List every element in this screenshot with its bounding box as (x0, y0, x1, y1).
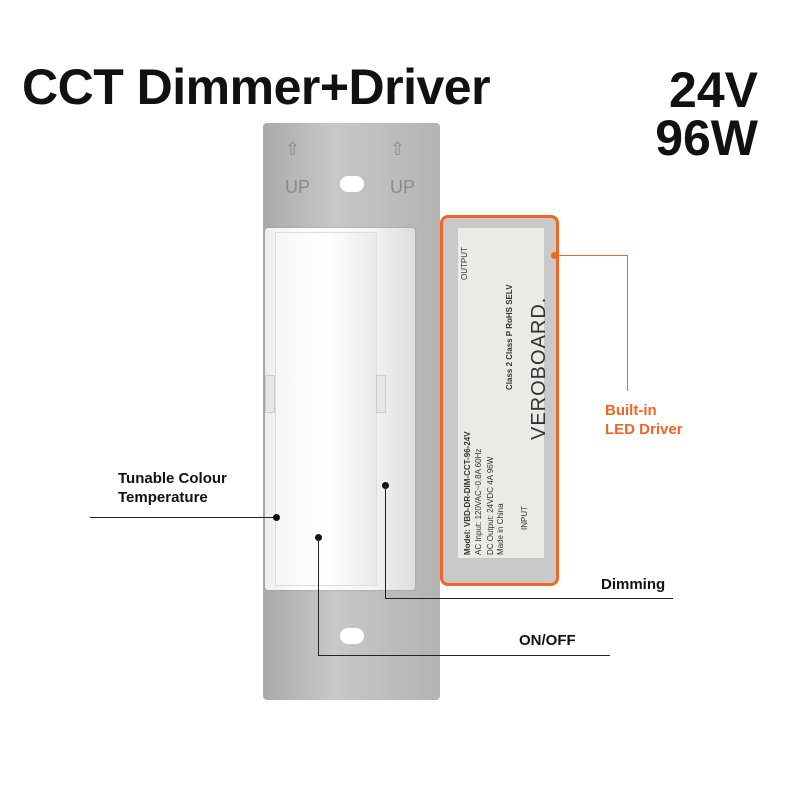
dimming-callout-label: Dimming (601, 576, 666, 593)
callout-line-1: Tunable Colour (118, 470, 227, 487)
callout-line-1: Built-in (605, 402, 657, 419)
callout-line (318, 655, 610, 656)
voltage-spec: 24V (669, 62, 758, 118)
on-off-rocker[interactable] (275, 232, 377, 586)
up-label: UP (285, 177, 311, 197)
up-arrow-icon: ⇧ (390, 139, 406, 159)
driver-label (458, 228, 544, 558)
callout-line-2: Temperature (118, 489, 208, 506)
tunable-callout-label: Tunable Colour Temperature (118, 469, 227, 507)
callout-dot (273, 514, 280, 521)
onoff-callout-label: ON/OFF (519, 632, 576, 649)
callout-line (90, 517, 276, 518)
callout-line (555, 255, 628, 256)
dimming-slider[interactable] (376, 375, 386, 413)
brand-logo: VEROBOARD. (528, 296, 550, 440)
ac-input-text: AC Input: 120VAC~0.8A 60Hz (474, 448, 483, 555)
callout-line-2: LED Driver (605, 421, 683, 438)
made-in-text: Made in China (496, 503, 505, 555)
callout-line (318, 537, 319, 656)
up-arrow-icon: ⇧ (285, 139, 301, 159)
colour-slider[interactable] (265, 375, 275, 413)
model-text: Model: VBD-DR-DIM-CCT-96-24V (463, 431, 472, 555)
callout-dot (551, 252, 558, 259)
wattage-spec: 96W (655, 110, 758, 166)
output-text: OUTPUT (460, 247, 469, 280)
callout-line (627, 255, 628, 391)
screw-hole (340, 176, 364, 192)
input-text: INPUT (520, 506, 529, 530)
callout-line (385, 598, 673, 599)
product-title: CCT Dimmer+Driver (22, 59, 491, 115)
classes-text: Class 2 Class P RoHS SELV (505, 284, 514, 390)
screw-hole (340, 628, 364, 644)
up-label: UP (390, 177, 416, 197)
dc-output-text: DC Output: 24VDC 4A 96W (486, 456, 495, 555)
driver-callout-label: Built-in LED Driver (605, 401, 683, 439)
callout-line (385, 485, 386, 599)
